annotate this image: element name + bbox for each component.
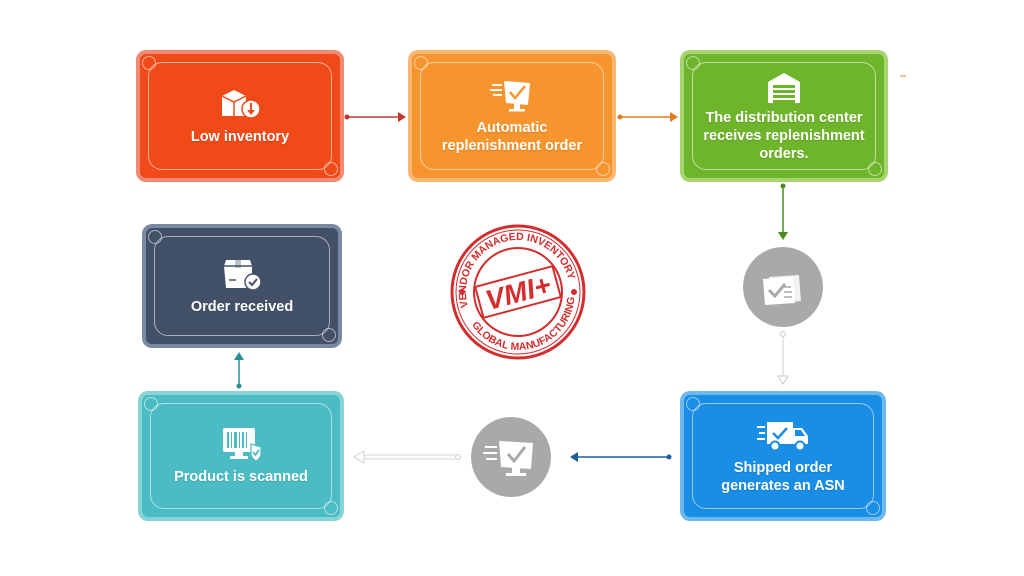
step-label-line: replenishment order <box>441 138 583 154</box>
step-label-line: Shipped order <box>733 460 833 476</box>
step-product-scanned: Product is scanned <box>142 395 340 517</box>
box-check-icon <box>224 260 262 291</box>
arrow-process-to-scan <box>353 450 461 464</box>
barcode-scanner-icon <box>223 428 262 462</box>
vmi-stamp-logo: VENDOR MANAGED INVENTORY GLOBAL MANUFACT… <box>448 222 588 362</box>
step-label-line: The distribution center <box>705 109 863 126</box>
monitor-check-icon <box>483 441 533 476</box>
step-label: Order received <box>190 299 294 315</box>
step-order-received: Order received <box>146 228 338 344</box>
monitor-check-icon <box>490 81 530 112</box>
arrow-dc-to-process <box>778 183 788 240</box>
step-distribution-center: The distribution center receives repleni… <box>684 54 884 178</box>
card-frame <box>148 230 336 342</box>
box-down-arrow-icon <box>221 90 261 119</box>
arrow-ship-to-process <box>570 452 672 462</box>
arrow-low-to-auto <box>344 112 406 122</box>
step-label: Low inventory <box>190 129 290 145</box>
card-frame <box>414 56 610 176</box>
step-label-line: Automatic <box>476 120 548 136</box>
card-frame <box>686 56 882 176</box>
step-label: Shipped order generates an ASN <box>721 459 845 495</box>
card-frame <box>686 397 880 515</box>
step-label: The distribution center receives repleni… <box>703 109 864 163</box>
step-label-line: orders. <box>759 145 809 162</box>
arrow-scan-to-received <box>234 352 244 389</box>
step-shipped-order: Shipped order generates an ASN <box>684 395 882 517</box>
card-frame <box>144 397 338 515</box>
warehouse-icon <box>768 72 800 103</box>
step-label: Automatic replenishment order <box>442 119 582 155</box>
step-label: Product is scanned <box>174 469 308 485</box>
step-low-inventory: Low inventory <box>140 54 340 178</box>
arrow-process-to-ship <box>777 331 789 385</box>
document-check-icon <box>763 275 801 305</box>
step-automatic-order: Automatic replenishment order <box>412 54 612 178</box>
arrow-auto-to-dc <box>617 112 678 122</box>
process-circle-monitor <box>471 417 551 497</box>
card-frame <box>142 56 338 176</box>
step-label-line: receives replenishment <box>703 127 865 144</box>
process-circle-document <box>743 247 823 327</box>
delivery-truck-icon <box>757 422 808 452</box>
step-label-line: generates an ASN <box>721 478 845 494</box>
